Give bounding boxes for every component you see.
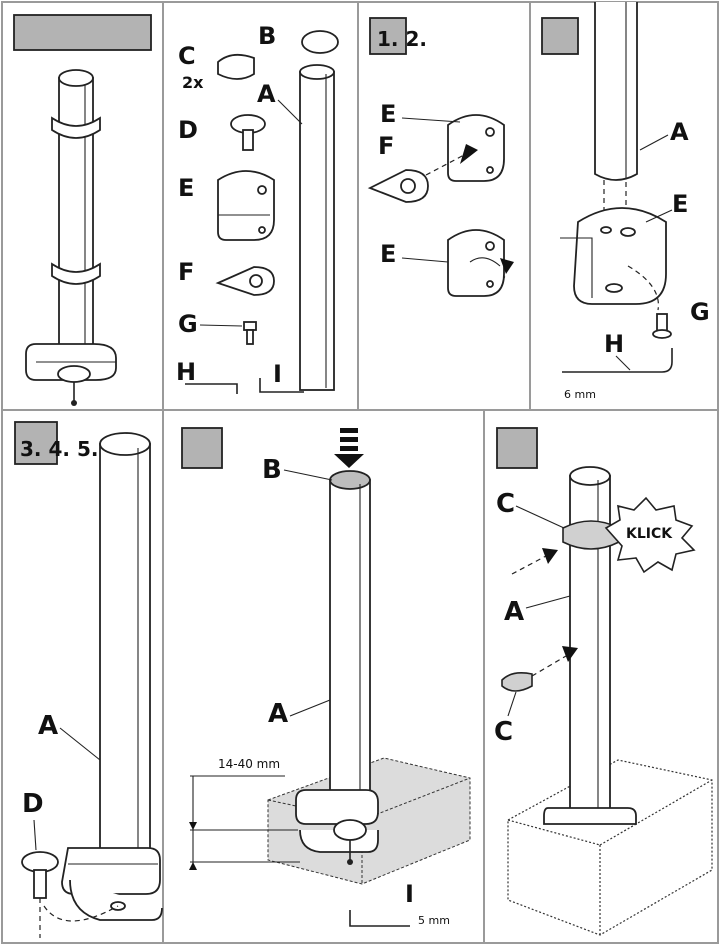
panel-7-label-a: A bbox=[504, 597, 524, 627]
panel-3-label-e-bottom: E bbox=[380, 240, 396, 268]
panel-6-pole-a bbox=[329, 479, 371, 811]
panel-4-bracket-e bbox=[573, 207, 667, 305]
panel-3-plate-f bbox=[367, 169, 429, 203]
label-c-qty: 2x bbox=[182, 73, 204, 92]
panel-6-desk-mount: B A 14-40 mm I 5 mm bbox=[181, 427, 471, 927]
panel-3-insert-arrow bbox=[425, 154, 465, 176]
panel-6-thickness-dimension: 14-40 mm bbox=[189, 757, 300, 870]
panel-1-header-box bbox=[13, 14, 152, 51]
panel-5-label-a: A bbox=[38, 711, 58, 741]
part-a-pole bbox=[299, 71, 335, 391]
panel-4-header-box bbox=[541, 17, 579, 55]
part-b-cap bbox=[301, 30, 339, 54]
panel-6-header-box bbox=[181, 427, 223, 469]
part-g-screw bbox=[243, 321, 257, 331]
panel-5-step-badge-box bbox=[14, 421, 58, 465]
label-f: F bbox=[178, 258, 194, 286]
panel-6-label-i: I bbox=[405, 880, 414, 908]
part-c-clip bbox=[217, 53, 255, 80]
panel-3-steps-1-2: 1. 2. E F E bbox=[367, 17, 514, 297]
panel-1-assembled-pole bbox=[13, 14, 152, 406]
panel-4-wrench-size: 6 mm bbox=[564, 388, 596, 401]
label-d: D bbox=[178, 116, 198, 144]
panel-7-clip-c-loose bbox=[501, 672, 533, 692]
panel-6-press-arrow bbox=[334, 428, 364, 468]
panel-2-parts-list: B C 2x A D E F G H I bbox=[176, 22, 339, 394]
panel-7-header-box bbox=[496, 427, 538, 469]
part-i-wrench bbox=[259, 378, 304, 393]
panel-4-label-e: E bbox=[672, 190, 688, 218]
label-g: G bbox=[178, 310, 198, 338]
panel-3-label-f: F bbox=[378, 132, 394, 160]
panel-6-label-b: B bbox=[262, 455, 282, 485]
panel-3-label-e-top: E bbox=[380, 100, 396, 128]
panel-4-mount-bracket: A E G H 6 mm bbox=[541, 2, 710, 401]
label-i: I bbox=[273, 360, 282, 388]
panel-4-label-h: H bbox=[604, 330, 624, 358]
panel-5-step-badge: 3. 4. 5. bbox=[20, 437, 98, 461]
panel-7-cable-clips: C KLICK A C bbox=[494, 427, 713, 936]
panel-5-pole-a bbox=[99, 443, 151, 859]
panel-7-click-burst bbox=[604, 496, 696, 574]
panel-6-clamp bbox=[295, 789, 379, 825]
panel-7-label-c-bottom: C bbox=[494, 717, 513, 747]
label-e: E bbox=[178, 174, 194, 202]
svg-text:14-40 mm: 14-40 mm bbox=[218, 757, 280, 771]
label-h: H bbox=[176, 358, 196, 386]
part-f-plate bbox=[215, 266, 275, 296]
panel-4-label-g: G bbox=[690, 298, 710, 326]
panel-7-click-text: KLICK bbox=[626, 526, 673, 542]
panel-4-wrench-h bbox=[562, 348, 673, 373]
panel-3-bracket-e-top bbox=[447, 114, 505, 182]
panel-6-knob bbox=[333, 819, 367, 841]
panel-3-step-badge: 1. 2. bbox=[377, 27, 427, 51]
panel-4-label-a: A bbox=[670, 118, 689, 146]
panel-5-knob-d bbox=[21, 851, 59, 873]
label-a: A bbox=[257, 80, 276, 108]
panel-6-wrench-size: 5 mm bbox=[418, 914, 450, 927]
panel-3-step-badge-box bbox=[369, 17, 407, 55]
label-c: C bbox=[178, 42, 196, 70]
panel-7-desk bbox=[507, 759, 713, 936]
panel-7-label-c-top: C bbox=[496, 489, 515, 519]
part-h-wrench bbox=[185, 383, 238, 394]
panel-5-steps-3-4-5: 3. 4. 5. A D bbox=[14, 421, 163, 938]
panel-5-clamp bbox=[61, 847, 161, 895]
panel-6-label-a: A bbox=[268, 699, 288, 729]
panel-5-label-d: D bbox=[22, 789, 44, 819]
panel-6-cap-b bbox=[329, 470, 371, 490]
panel-6-wrench-i bbox=[349, 910, 410, 927]
label-b: B bbox=[258, 22, 276, 50]
